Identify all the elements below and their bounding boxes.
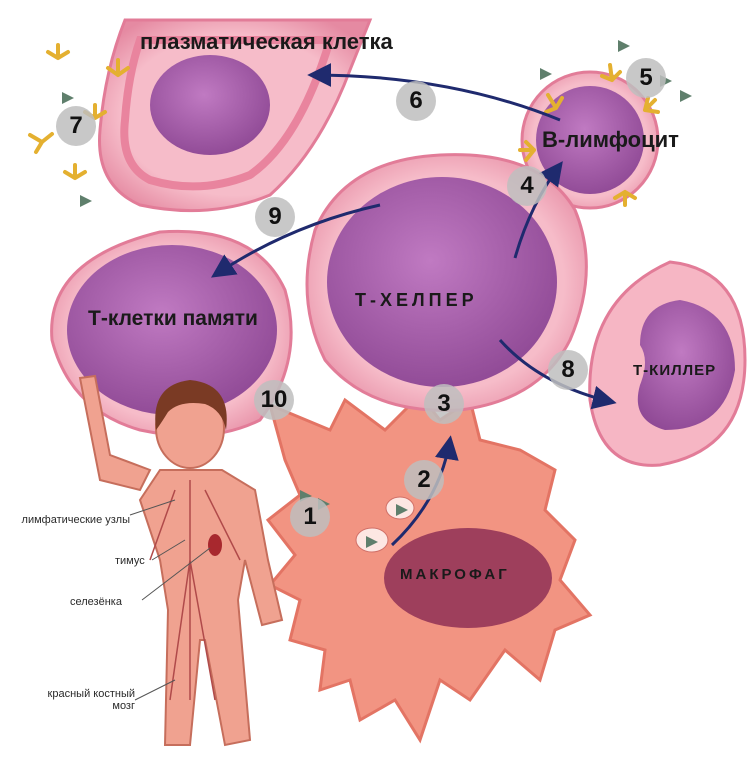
t-killer-label: Т-КИЛЛЕР (633, 362, 716, 379)
plasma-cell-nucleus (150, 55, 270, 155)
step-number: 1 (290, 497, 330, 537)
step-number: 4 (507, 166, 547, 206)
step-number: 2 (404, 460, 444, 500)
lymph-nodes-label: лимфатические узлы (20, 514, 130, 526)
step-number: 7 (56, 106, 96, 146)
thymus-label: тимус (115, 555, 145, 567)
macrophage-label: МАКРОФАГ (400, 566, 510, 583)
step-number: 9 (255, 197, 295, 237)
arrow-b-to-plasma (312, 75, 560, 120)
t-helper-label: Т-ХЕЛПЕР (355, 290, 478, 311)
plasma-cell-label: плазматическая клетка (140, 30, 365, 54)
step-number: 5 (626, 58, 666, 98)
b-lymphocyte-label: В-лимфоцит (542, 128, 679, 152)
step-number: 10 (254, 380, 294, 420)
spleen-organ (208, 534, 222, 556)
spleen-label: селезёнка (70, 596, 122, 608)
bone-marrow-label: красный костный мозг (45, 688, 135, 712)
step-number: 8 (548, 350, 588, 390)
step-number: 6 (396, 81, 436, 121)
step-number: 3 (424, 384, 464, 424)
t-memory-label: Т-клетки памяти (88, 306, 258, 332)
